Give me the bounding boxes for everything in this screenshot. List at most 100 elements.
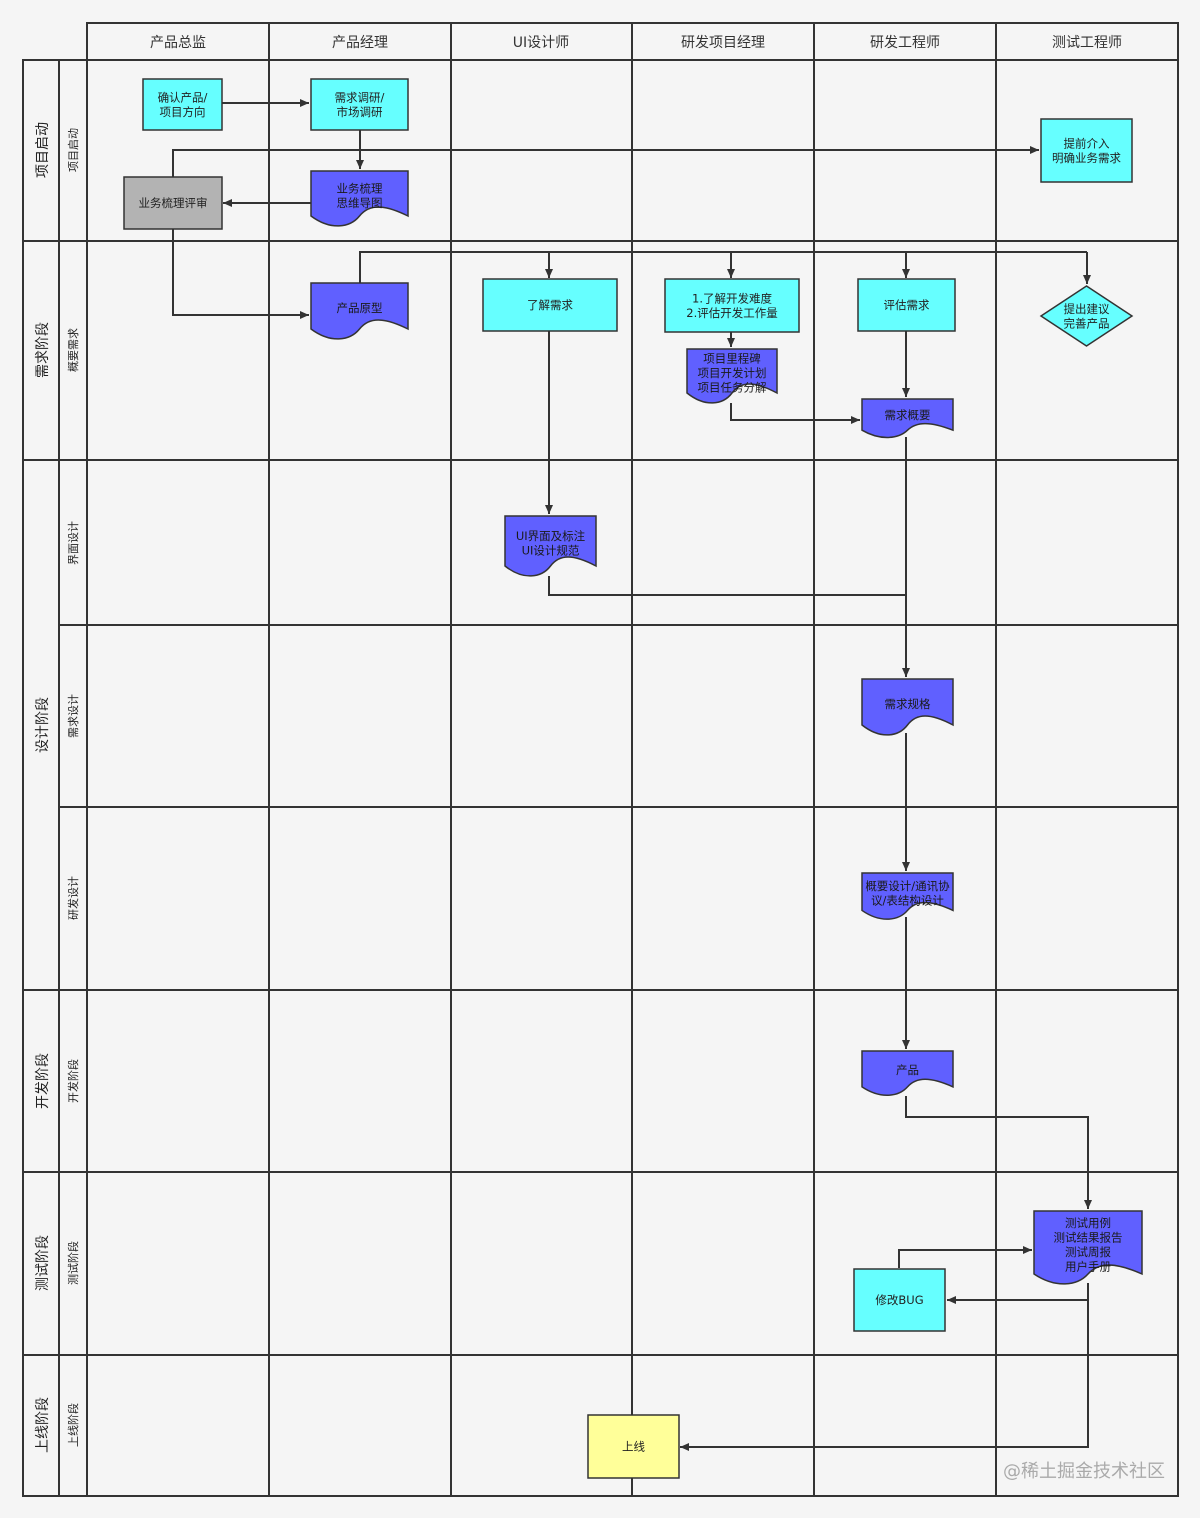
node-label: UI设计规范: [522, 543, 580, 557]
node-label: 需求概要: [885, 408, 931, 422]
arrow-fixbug-to-testdocs: [898, 1246, 1032, 1268]
sub-label-dev: 开发阶段: [66, 1059, 80, 1103]
lane-grid: [22, 59, 1179, 1497]
node-shape: [1039, 285, 1134, 347]
column-header-dpm: 研发项目经理: [681, 35, 765, 51]
node-shape: [853, 1268, 946, 1332]
node-shape: [482, 278, 618, 332]
node-label: 测试用例: [1065, 1216, 1111, 1230]
node-shape: [1033, 1210, 1143, 1285]
sub-label-start: 项目启动: [67, 128, 80, 172]
node-shape: [664, 278, 800, 333]
phase-label-requirement: 需求阶段: [35, 322, 51, 378]
sub-label-test: 测试阶段: [66, 1241, 80, 1285]
node-label: 项目里程碑: [703, 352, 761, 366]
node-shape: [123, 176, 223, 230]
node-label: 业务梳理评审: [139, 196, 208, 210]
node-shape: [1040, 118, 1133, 183]
node-shape: [587, 1414, 680, 1479]
phase-labels: 项目启动 需求阶段 设计阶段 开发阶段 测试阶段 上线阶段 项目启动 概要需求 …: [35, 122, 80, 1453]
bus-prototype-distribution: [359, 251, 1087, 283]
sub-label-overview: 概要需求: [67, 328, 80, 372]
node-label: UI界面及标注: [516, 529, 586, 543]
arrow-review-to-prototype: [172, 229, 309, 319]
column-header-pm: 产品经理: [332, 35, 388, 51]
node-shape: [857, 278, 956, 332]
arrow-ui-spec-to-req-spec: [548, 576, 906, 596]
node-label: 上线: [622, 1440, 645, 1454]
phase-label-start: 项目启动: [35, 122, 51, 178]
node-shape: [861, 872, 954, 920]
node-fix-bug: 修改BUG: [853, 1268, 946, 1332]
node-product: 产品: [861, 1050, 954, 1096]
watermark: @稀土掘金技术社区: [1003, 1461, 1165, 1482]
column-header-qa: 测试工程师: [1052, 35, 1122, 51]
node-shape: [142, 78, 223, 131]
node-label: 提前介入: [1064, 136, 1110, 150]
node-understand-req: 了解需求: [482, 278, 618, 332]
node-label: 确认产品/: [158, 90, 208, 104]
arrow-milestones-to-summary: [730, 403, 860, 424]
node-label: 产品原型: [337, 301, 383, 315]
column-header-director: 产品总监: [150, 35, 206, 51]
node-label: 1.了解开发难度: [692, 291, 772, 305]
node-label: 项目开发计划: [698, 366, 767, 380]
node-shape: [310, 170, 409, 227]
node-shape: [504, 515, 597, 577]
node-label: 概要设计/通讯协: [865, 879, 950, 893]
node-label: 完善产品: [1064, 316, 1110, 330]
node-req-summary: 需求概要: [861, 398, 954, 439]
phase-label-design: 设计阶段: [35, 697, 51, 753]
column-header-dev: 研发工程师: [870, 35, 940, 51]
arrow-testdocs-to-launch: [680, 1300, 1089, 1451]
node-label: 需求规格: [885, 697, 931, 711]
node-shape: [310, 282, 409, 340]
node-label: 项目任务分解: [698, 381, 767, 395]
node-label: 明确业务需求: [1052, 151, 1121, 165]
node-req-spec: 需求规格: [861, 678, 954, 736]
phase-label-development: 开发阶段: [35, 1053, 51, 1109]
node-confirm-product: 确认产品/项目方向: [142, 78, 223, 131]
node-label: 修改BUG: [875, 1293, 923, 1307]
phase-label-testing: 测试阶段: [35, 1235, 51, 1291]
node-label: 需求调研/: [335, 90, 385, 104]
node-shape: [310, 78, 409, 131]
node-shape: [686, 348, 778, 404]
node-shape: [861, 398, 954, 439]
sub-label-ui-design: 界面设计: [67, 521, 80, 565]
arrow-review-to-early-involve: [172, 146, 1039, 177]
sub-label-launch: 上线阶段: [66, 1403, 80, 1447]
node-label: 了解需求: [527, 298, 573, 312]
sub-label-dev-design: 研发设计: [66, 876, 80, 920]
node-label: 思维导图: [337, 196, 383, 210]
node-shape: [861, 1050, 954, 1096]
node-label: 市场调研: [337, 105, 383, 119]
connectors: [172, 99, 1092, 1451]
node-label: 业务梳理: [337, 181, 383, 195]
sub-label-req-design: 需求设计: [67, 694, 80, 738]
arrow-product-to-testdocs: [905, 1096, 1092, 1209]
node-prototype: 产品原型: [310, 282, 409, 340]
node-research: 需求调研/市场调研: [310, 78, 409, 131]
node-eval-req: 评估需求: [857, 278, 956, 332]
node-shape: [861, 678, 954, 736]
node-business-review: 业务梳理评审: [123, 176, 223, 230]
node-label: 产品: [896, 1063, 919, 1077]
node-launch: 上线: [587, 1414, 680, 1479]
node-label: 议/表结构设计: [871, 893, 944, 907]
node-label: 2.评估开发工作量: [686, 306, 777, 320]
node-label: 项目方向: [160, 105, 206, 119]
node-label: 提出建议: [1064, 302, 1110, 316]
arrow-testdocs-to-fixbug: [947, 1283, 1089, 1304]
phase-label-launch: 上线阶段: [35, 1397, 51, 1453]
